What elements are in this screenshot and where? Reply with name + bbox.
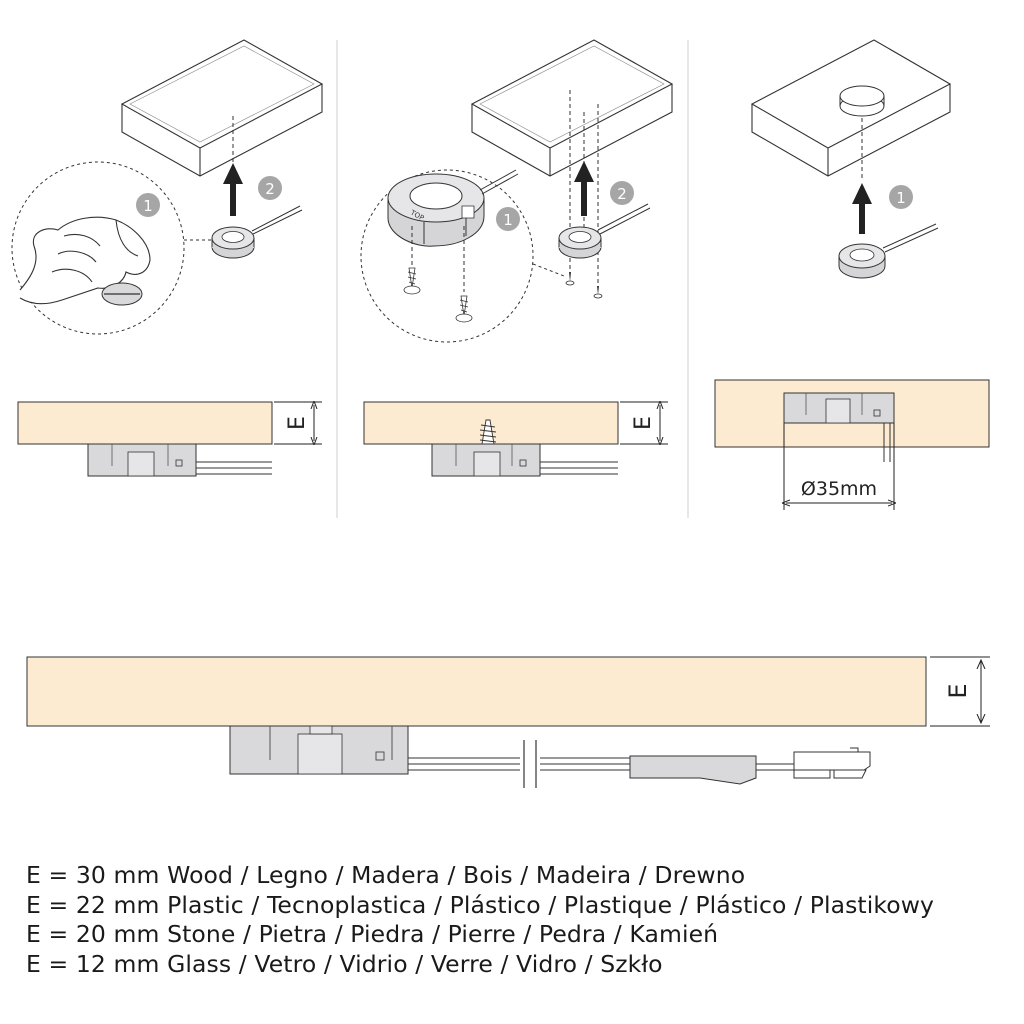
light-ring-device xyxy=(558,203,651,259)
step-badge-1: 1 xyxy=(136,193,160,217)
screw-icon xyxy=(565,272,575,286)
svg-text:1: 1 xyxy=(896,189,906,207)
light-device-large xyxy=(229,725,409,775)
detail-leader xyxy=(532,263,565,277)
shelf-section xyxy=(17,401,273,445)
svg-text:2: 2 xyxy=(617,185,627,203)
large-section-view: E xyxy=(26,656,990,788)
svg-text:E: E xyxy=(285,416,310,430)
svg-text:Ø35mm: Ø35mm xyxy=(801,478,877,500)
screw-icon xyxy=(593,286,603,299)
note-wood: E = 30 mm Wood / Legno / Madera / Bois /… xyxy=(26,861,746,889)
light-ring-enlarged: TOP xyxy=(387,169,519,247)
screw-icon xyxy=(403,267,421,295)
shelf-box xyxy=(750,39,952,177)
panel-recessed-mount: 1 Ø35mm xyxy=(714,39,990,510)
recess-hole xyxy=(839,85,885,117)
thickness-dimension: E xyxy=(274,402,322,444)
svg-text:E: E xyxy=(631,416,656,430)
arrow-up-icon xyxy=(574,161,594,216)
light-ring-device xyxy=(838,223,939,279)
thickness-dimension: E xyxy=(930,656,990,727)
light-device-section xyxy=(431,443,618,477)
note-stone: E = 20 mm Stone / Pietra / Piedra / Pier… xyxy=(26,920,719,948)
thickness-dimension: E xyxy=(620,402,668,444)
shelf-section-large xyxy=(26,656,927,727)
diameter-dimension: Ø35mm xyxy=(784,423,894,510)
note-glass: E = 12 mm Glass / Vetro / Vidrio / Verre… xyxy=(26,949,663,978)
svg-text:1: 1 xyxy=(503,211,513,229)
step-badge-1: 1 xyxy=(496,207,520,231)
svg-text:E: E xyxy=(944,683,972,698)
panel-screw-mount: 2 TOP xyxy=(360,39,674,477)
svg-text:2: 2 xyxy=(265,180,275,198)
connector-plug-icon xyxy=(629,747,871,785)
screw-icon xyxy=(455,295,473,323)
cable-large xyxy=(408,757,630,771)
panel-adhesive-mount: 2 1 xyxy=(11,39,324,477)
detail-circle xyxy=(360,169,534,343)
step-badge-2: 2 xyxy=(610,181,634,205)
thickness-notes: E = 30 mm Wood / Legno / Madera / Bois /… xyxy=(26,861,1016,979)
detail-circle xyxy=(11,161,185,335)
light-ring-device xyxy=(211,205,303,259)
shelf-box xyxy=(120,39,324,177)
arrow-up-icon xyxy=(223,163,243,216)
svg-text:1: 1 xyxy=(143,197,153,215)
note-plastic: E = 22 mm Plastic / Tecnoplastica / Plás… xyxy=(26,890,935,919)
step-badge-1: 1 xyxy=(889,185,913,209)
arrow-up-icon xyxy=(852,183,872,234)
light-device-recessed-section xyxy=(783,392,895,462)
light-device-section xyxy=(87,443,272,477)
adhesive-pad-icon xyxy=(101,282,143,306)
step-badge-2: 2 xyxy=(258,176,282,200)
shelf-box xyxy=(470,39,674,177)
cable-break-icon xyxy=(523,740,537,788)
hand-icon xyxy=(19,216,151,305)
